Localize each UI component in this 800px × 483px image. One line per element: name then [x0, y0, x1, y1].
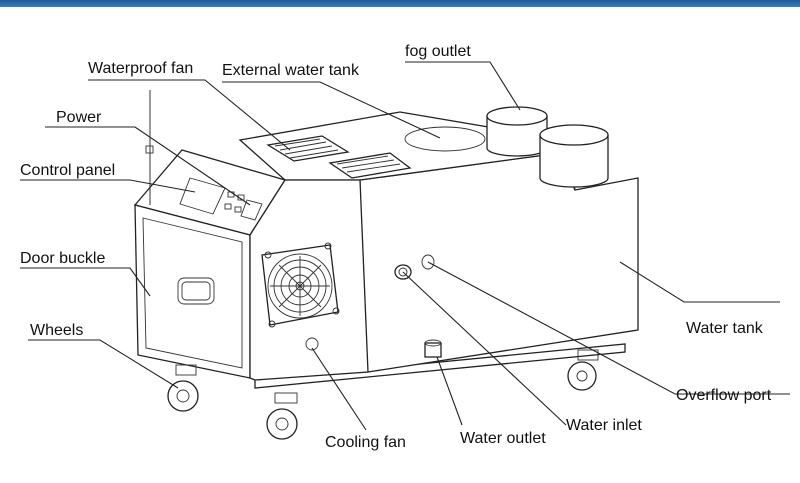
label-cooling-fan: Cooling fan — [325, 434, 406, 451]
label-control-panel: Control panel — [20, 162, 115, 179]
label-waterproof-fan: Waterproof fan — [88, 60, 193, 77]
humidifier-machine — [133, 106, 639, 440]
panel-button — [224, 203, 232, 210]
power-switch — [240, 199, 263, 221]
label-water-tank: Water tank — [686, 320, 764, 337]
label-water-outlet: Water outlet — [460, 430, 546, 447]
control-panel-display — [179, 177, 226, 215]
label-door-buckle: Door buckle — [20, 250, 105, 267]
overflow-port-hole — [421, 254, 435, 270]
water-tank-body — [359, 152, 639, 373]
wheel — [167, 364, 199, 412]
water-outlet-fitting — [424, 339, 442, 358]
wheel — [266, 392, 298, 440]
panel-button — [234, 206, 242, 213]
leader-lines — [20, 61, 790, 431]
label-water-inlet: Water inlet — [566, 417, 642, 434]
label-power: Power — [56, 109, 102, 126]
label-fog-outlet: fog outlet — [405, 43, 471, 60]
wheel — [567, 349, 599, 391]
labels: Waterproof fan External water tank fog o… — [20, 43, 772, 451]
door-buckle-handle — [177, 277, 215, 305]
door-panel — [134, 204, 251, 379]
label-external-water-tank: External water tank — [222, 62, 360, 79]
label-overflow-port: Overflow port — [676, 387, 772, 404]
cooling-fan-grille — [261, 242, 340, 328]
waterproof-fan — [266, 135, 412, 179]
header-bar — [0, 0, 800, 7]
fog-outlet — [486, 106, 609, 188]
label-wheels: Wheels — [30, 322, 83, 339]
external-water-tank-opening — [404, 126, 486, 152]
drain-cap — [305, 337, 319, 351]
